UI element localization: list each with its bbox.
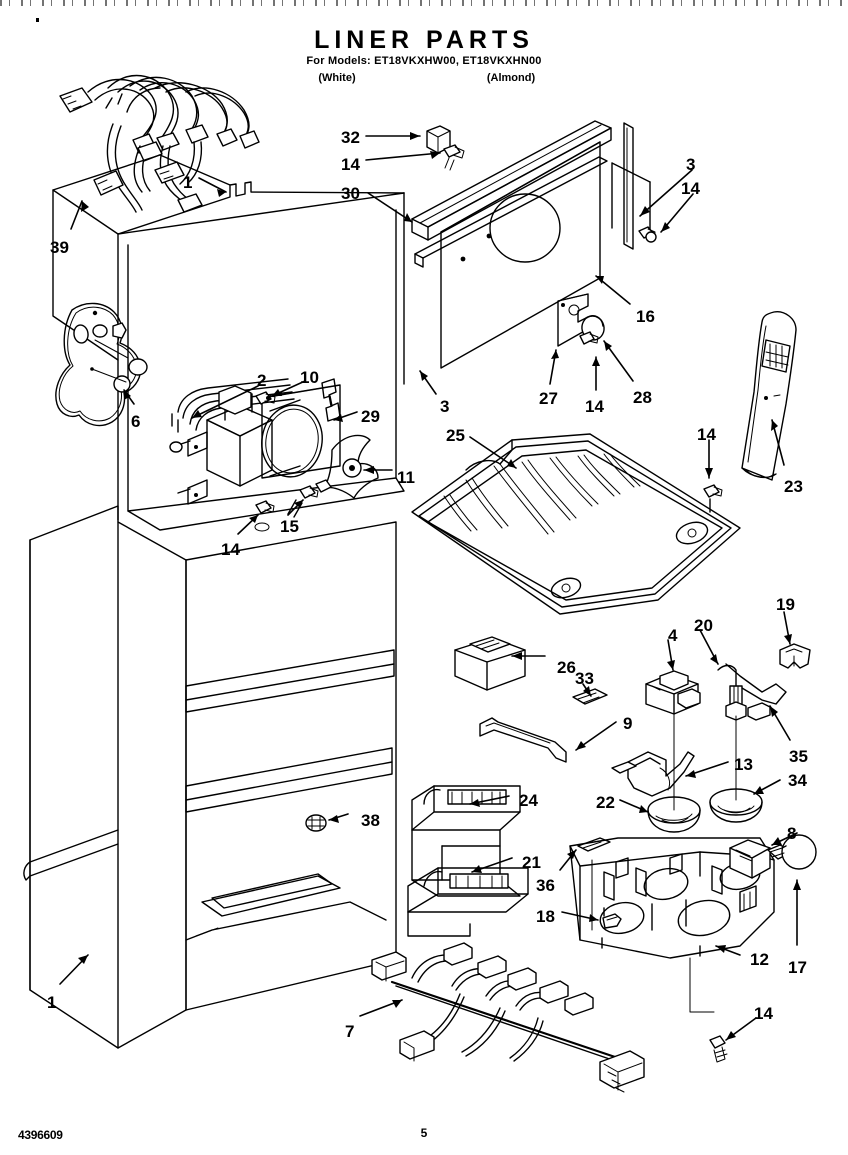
callout-number-14: 14 — [585, 397, 604, 416]
callout-number-28: 28 — [633, 388, 652, 407]
callout-number-17: 17 — [788, 958, 807, 977]
callout-number-34: 34 — [788, 771, 807, 790]
callout-number-19: 19 — [776, 595, 795, 614]
drip-tray — [411, 433, 741, 615]
evaporator-fan-assembly — [169, 378, 393, 535]
page-number: 5 — [420, 1126, 428, 1140]
callout-number-14: 14 — [341, 155, 360, 174]
small-parts-cluster — [454, 611, 811, 833]
callout-number-3: 3 — [440, 397, 450, 416]
finish-almond-label: (Almond) — [486, 72, 536, 84]
callout-number-7: 7 — [345, 1022, 355, 1041]
callout-number-4: 4 — [668, 626, 678, 645]
callout-number-35: 35 — [789, 747, 808, 766]
callout-number-22: 22 — [596, 793, 615, 812]
light-housing-assembly — [569, 832, 817, 1063]
finish-white-label: (White) — [318, 72, 356, 84]
callout-number-32: 32 — [341, 128, 360, 147]
callout-number-3: 3 — [686, 155, 696, 174]
scan-edge-artifact — [0, 0, 848, 6]
callout-number-11: 11 — [397, 468, 415, 487]
callout-number-21: 21 — [522, 853, 541, 872]
callout-number-18: 18 — [536, 907, 555, 926]
callout-number-23: 23 — [784, 477, 803, 496]
callout-number-20: 20 — [694, 616, 713, 635]
liner-cabinet-lower — [23, 505, 397, 1049]
callout-number-15: 15 — [280, 517, 299, 536]
callout-number-1: 1 — [47, 993, 57, 1012]
callout-number-29: 29 — [361, 407, 380, 426]
callout-number-10: 10 — [300, 368, 319, 387]
wire-harness-bottom — [359, 942, 645, 1093]
callout-number-13: 13 — [734, 755, 753, 774]
callout-number-24: 24 — [519, 791, 538, 810]
callout-number-9: 9 — [623, 714, 633, 733]
callout-number-16: 16 — [636, 307, 655, 326]
callout-number-14: 14 — [754, 1004, 773, 1023]
page-title: LINER PARTS — [314, 26, 534, 54]
callout-number-33: 33 — [575, 669, 594, 688]
callout-number-30: 30 — [341, 184, 360, 203]
callout-number-25: 25 — [446, 426, 465, 445]
liner-cabinet-upper — [52, 154, 405, 531]
callout-number-38: 38 — [361, 811, 380, 830]
callout-number-27: 27 — [539, 389, 558, 408]
control-box-assembly — [407, 785, 622, 937]
callout-number-14: 14 — [697, 425, 716, 444]
callout-number-6: 6 — [131, 412, 141, 431]
callout-number-14: 14 — [681, 179, 700, 198]
callout-number-12: 12 — [750, 950, 769, 969]
model-numbers-line: For Models: ET18VKXHW00, ET18VKXHN00 — [306, 55, 542, 67]
document-code: 4396609 — [18, 1128, 63, 1142]
callout-number-2: 2 — [257, 371, 267, 390]
scan-speck — [36, 18, 39, 22]
callout-number-39: 39 — [50, 238, 69, 257]
callout-number-36: 36 — [536, 876, 555, 895]
callout-number-8: 8 — [787, 824, 797, 843]
wire-harness-top — [59, 74, 260, 230]
callout-number-14: 14 — [221, 540, 240, 559]
callout-number-26: 26 — [557, 658, 576, 677]
finish-labels: (White) (Almond) — [0, 72, 848, 84]
rear-panel-assembly — [365, 120, 694, 395]
air-duct — [703, 311, 797, 513]
callout-number-1: 1 — [183, 173, 193, 192]
